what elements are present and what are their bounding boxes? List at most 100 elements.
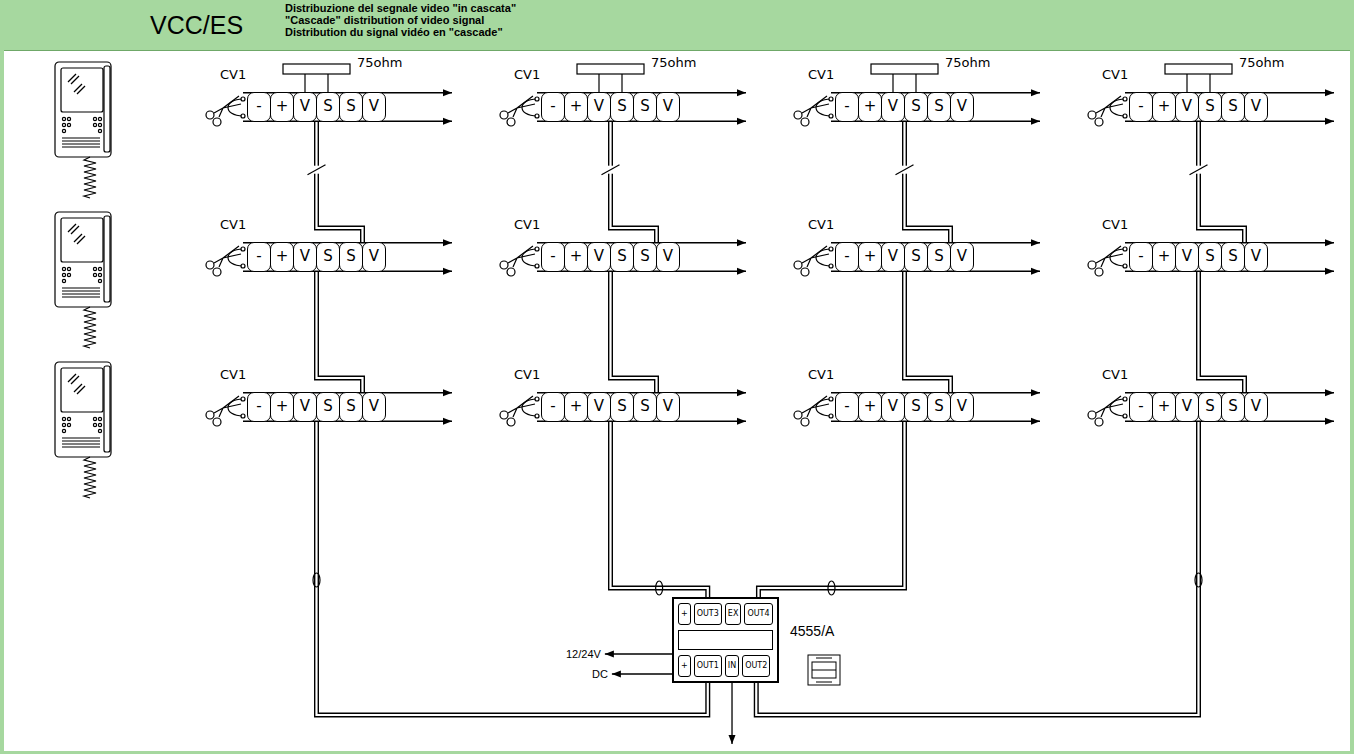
cable-inner [317,122,363,242]
terminal: V [362,392,386,422]
label-text: 75ohm [651,56,696,70]
videophone-monitor [55,362,111,498]
terminal: S [339,242,363,272]
jumper-end [241,114,245,118]
terminal-block: -+VSSV [1129,242,1267,272]
arrow-head [443,239,452,246]
terminal: + [858,392,882,422]
terminal: S [904,242,928,272]
scissors-ring [1088,261,1096,269]
label-text: 75ohm [945,56,990,70]
terminal: - [541,92,565,122]
cable-outer [611,422,708,597]
arrow-head [737,389,746,396]
scissors-handle [1096,108,1105,117]
resistor-lead [892,74,893,92]
jumper-label: CV1 [220,68,246,82]
scissors-ring [794,411,802,419]
jumper-label: CV1 [220,368,246,382]
arrow-head [1325,268,1334,275]
scissors-ring [507,418,515,426]
jumper-end [829,397,833,401]
scissors-ring [206,261,214,269]
terminal: - [247,392,271,422]
terminal: OUT2 [742,655,770,677]
jumper-wire [228,99,243,116]
scissors-handle [508,108,517,117]
scissors-ring [206,111,214,119]
jumper-end [829,97,833,101]
shielded-cable [317,272,363,392]
shielded-cable [1190,122,1245,242]
jumper-end [241,97,245,101]
scissors-handle [508,408,517,417]
scissors-ring [1088,111,1096,119]
scissors-symbol [794,396,829,426]
scissors-ring [500,411,508,419]
scissors-symbol [500,246,535,276]
terminal: V [293,92,317,122]
terminal-row: +OUT1INOUT2 [678,655,773,677]
cable-outer [905,122,951,242]
jumper-end [829,114,833,118]
cable-inner [1199,122,1245,242]
scissors-ring [794,261,802,269]
arrow-head [443,418,452,425]
terminal: + [1152,242,1176,272]
jumper-wire [522,399,537,416]
arrow-head [605,651,614,658]
scissors-ring [213,268,221,276]
terminal: S [1221,92,1245,122]
scissors-symbol [206,96,241,126]
terminal: + [858,242,882,272]
jumper-label: CV1 [808,368,834,382]
cut-jumper [522,397,539,418]
resistor-body [283,64,350,74]
resistor-lead [304,74,305,92]
shielded-cable [905,272,951,392]
scissors-symbol [794,96,829,126]
diagram-title: VCC/ES [150,11,243,40]
jumper-end [535,397,539,401]
scissors-blade [811,396,829,408]
terminal: V [1175,392,1199,422]
scissors-handle [802,408,811,417]
scissors-symbol [1088,246,1123,276]
cable-inner [611,422,708,597]
terminal: V [1244,92,1268,122]
resistor-symbol [871,64,938,92]
scissors-handle [214,108,223,117]
jumper-end [1123,97,1127,101]
jumper-wire [816,399,831,416]
jumper-end [241,414,245,418]
resistor-lead [621,74,622,92]
shielded-cable [308,122,363,242]
jumper-end [241,264,245,268]
jumper-label: CV1 [514,368,540,382]
terminal-block: -+VSSV [835,92,973,122]
scissors-ring [213,118,221,126]
arrow-head [1031,389,1040,396]
shielded-cable [602,122,657,242]
terminal: IN [725,655,739,677]
terminal: V [1244,242,1268,272]
arrow-head [737,118,746,125]
scissors-ring [801,268,809,276]
video-input-arrow [729,683,736,744]
jumper-end [241,397,245,401]
resistor-symbol [283,64,350,92]
shielded-cable [611,272,657,392]
terminal: S [1221,242,1245,272]
resistor-body [871,64,938,74]
jumper-label: CV1 [808,218,834,232]
scissors-symbol [794,246,829,276]
resistor-symbol [577,64,644,92]
terminal: V [881,92,905,122]
terminal-block: -+VSSV [247,392,385,422]
scissors-ring [1095,118,1103,126]
shielded-cable [758,422,904,597]
scissors-blade [1105,396,1123,408]
arrow-head [1031,268,1040,275]
resistor-lead [598,74,599,92]
